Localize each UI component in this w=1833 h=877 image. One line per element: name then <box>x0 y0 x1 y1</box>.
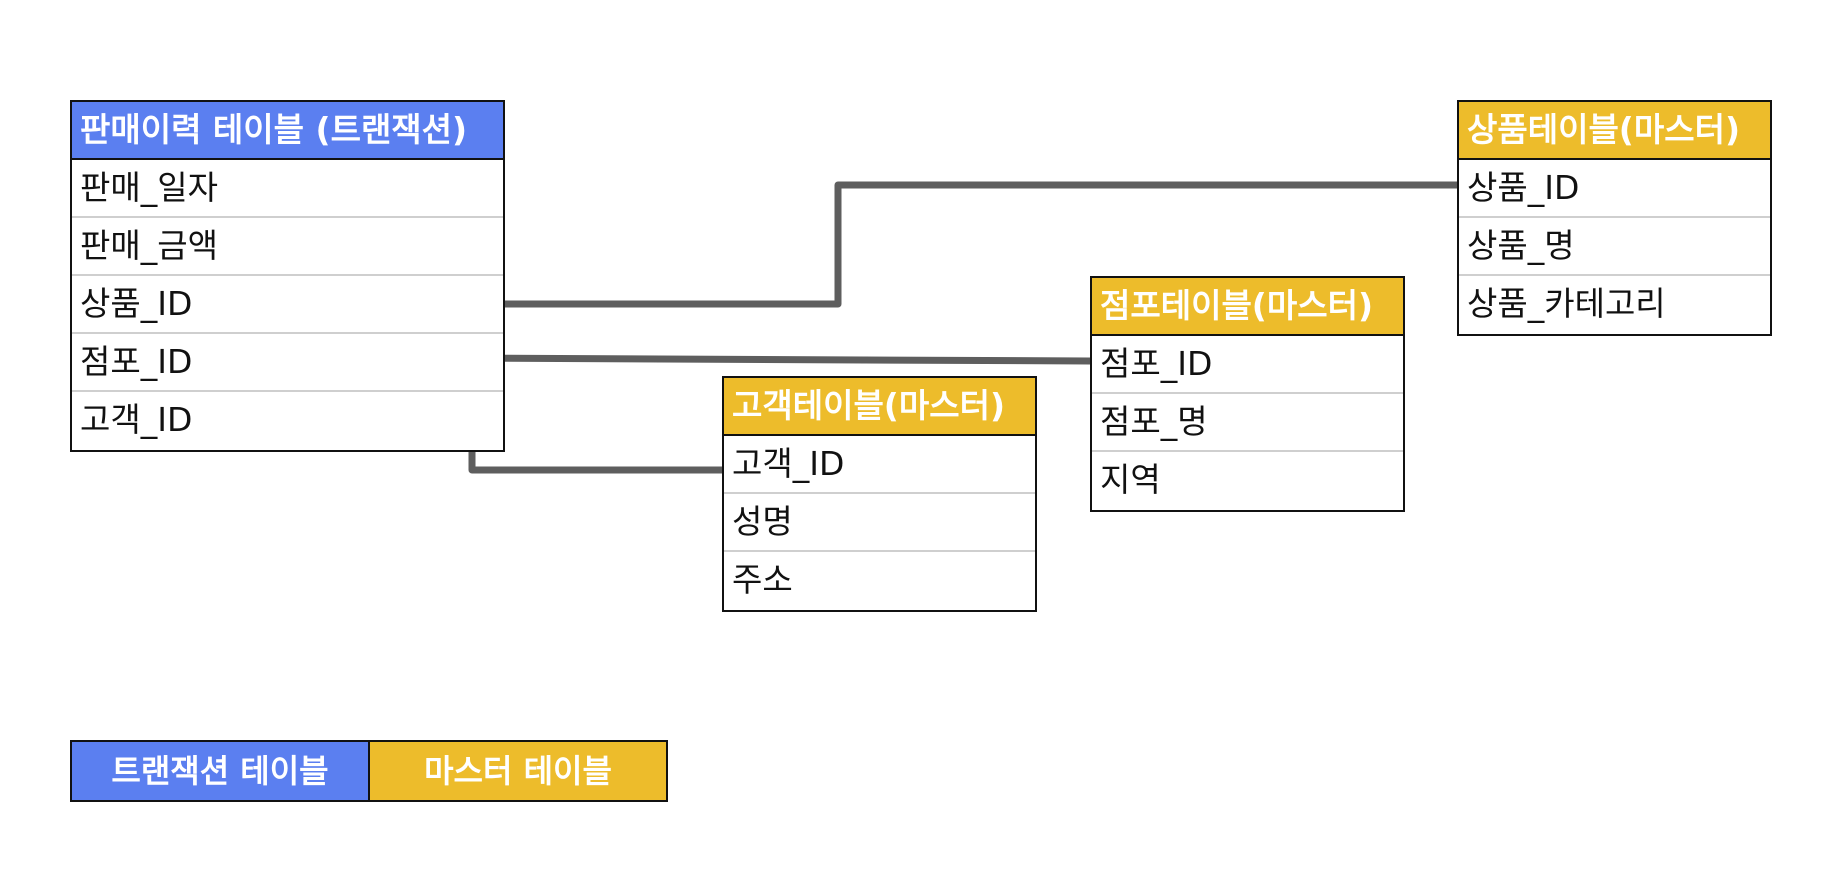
legend: 트랜잭션 테이블 마스터 테이블 <box>70 740 668 802</box>
sales-field-store-id: 점포_ID <box>72 334 503 392</box>
sales-field-product-id: 상품_ID <box>72 276 503 334</box>
legend-master-table: 마스터 테이블 <box>370 742 666 800</box>
store-field-region: 지역 <box>1100 460 1161 499</box>
sales-field-customer-id: 고객_ID <box>80 400 193 439</box>
sales-field-sale-date: 판매_일자 <box>72 160 503 218</box>
customer-table-header: 고객테이블(마스터) <box>724 378 1035 436</box>
product-table: 상품테이블(마스터) 상품_ID 상품_명 상품_카테고리 <box>1457 100 1772 336</box>
customer-table: 고객테이블(마스터) 고객_ID 성명 주소 <box>722 376 1037 612</box>
sales-history-table: 판매이력 테이블 (트랜잭션) 판매_일자 판매_금액 상품_ID 점포_ID … <box>70 100 505 452</box>
sales-history-table-header: 판매이력 테이블 (트랜잭션) <box>72 102 503 160</box>
customer-field-customer-id: 고객_ID <box>724 436 1035 494</box>
store-table-header: 점포테이블(마스터) <box>1092 278 1403 336</box>
customer-field-address: 주소 <box>732 560 793 599</box>
store-field-store-name: 점포_명 <box>1092 394 1403 452</box>
sales-field-sale-amount: 판매_금액 <box>72 218 503 276</box>
store-table: 점포테이블(마스터) 점포_ID 점포_명 지역 <box>1090 276 1405 512</box>
product-table-header: 상품테이블(마스터) <box>1459 102 1770 160</box>
product-field-product-name: 상품_명 <box>1459 218 1770 276</box>
store-field-store-id: 점포_ID <box>1092 336 1403 394</box>
customer-field-name: 성명 <box>724 494 1035 552</box>
product-field-product-category: 상품_카테고리 <box>1467 284 1666 323</box>
product-field-product-id: 상품_ID <box>1459 160 1770 218</box>
legend-transaction-table: 트랜잭션 테이블 <box>72 742 370 800</box>
